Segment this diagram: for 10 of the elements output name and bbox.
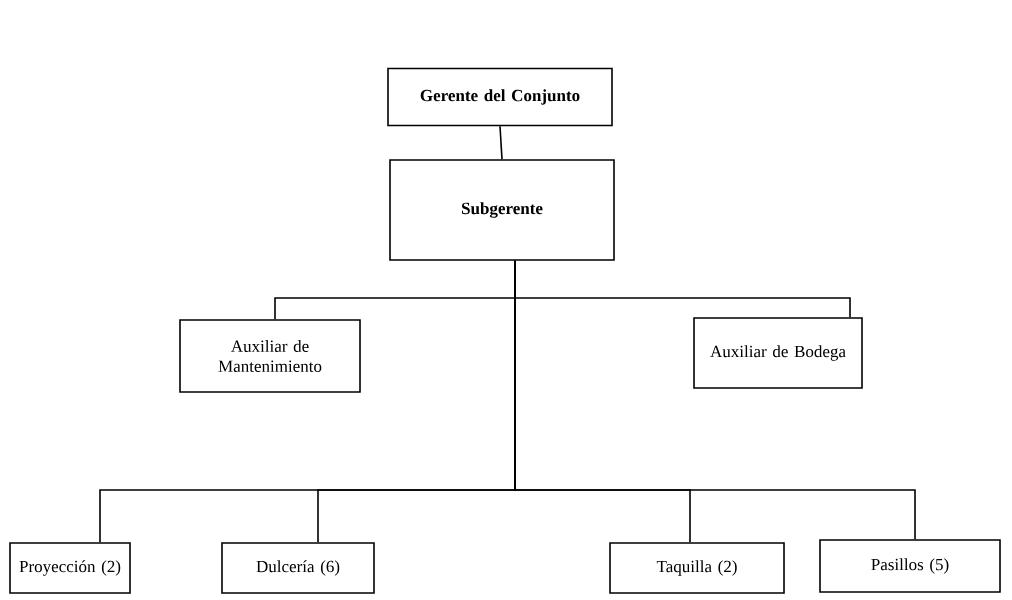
- org-box: Auxiliar de Bodega: [693, 317, 863, 389]
- org-box: Taquilla (2): [609, 542, 785, 594]
- org-box: Subgerente: [389, 159, 615, 261]
- connector-line: [499, 125, 503, 160]
- org-box: Pasillos (5): [819, 539, 1001, 593]
- org-box: Gerente del Conjunto: [387, 67, 613, 127]
- org-box: Dulcería (6): [221, 542, 375, 594]
- org-box: Proyección (2): [9, 542, 131, 594]
- org-box: Auxiliar de Mantenimiento: [179, 319, 361, 393]
- connector-line: [514, 260, 916, 540]
